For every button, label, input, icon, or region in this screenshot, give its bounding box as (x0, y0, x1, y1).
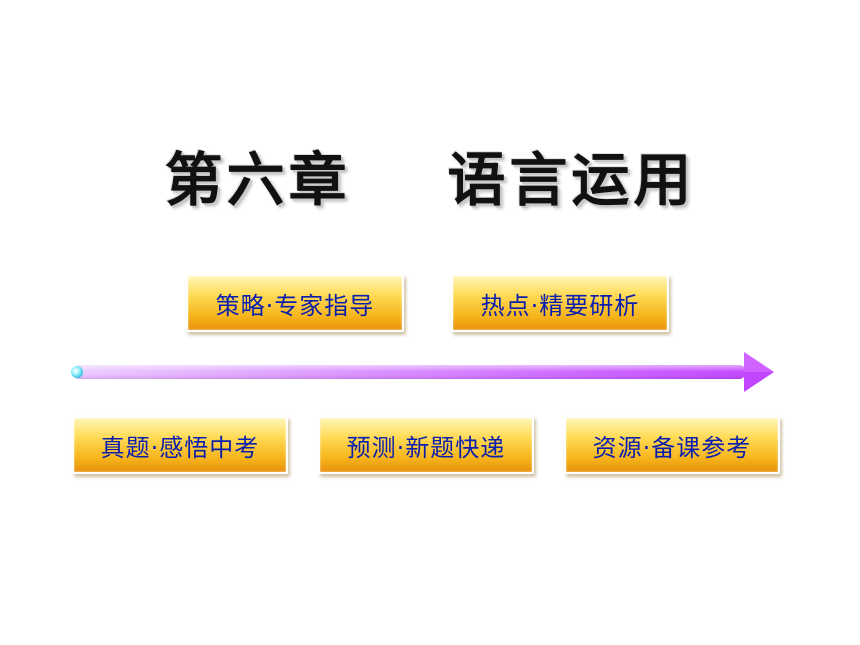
timeline-arrow (71, 352, 774, 392)
resources-lesson-reference-button[interactable]: 资源·备课参考 (564, 416, 780, 474)
resources-lesson-reference-label: 资源·备课参考 (592, 433, 752, 462)
real-exam-button[interactable]: 真题·感悟中考 (72, 416, 288, 474)
hotspot-analysis-button[interactable]: 热点·精要研析 (451, 274, 669, 332)
hotspot-analysis-label: 热点·精要研析 (480, 291, 640, 320)
prediction-new-questions-label: 预测·新题快递 (346, 433, 506, 462)
slide-title: 第六章 语言运用 (164, 146, 696, 214)
real-exam-label: 真题·感悟中考 (100, 433, 260, 462)
strategy-expert-guide-button[interactable]: 策略·专家指导 (186, 274, 404, 332)
arrow-start-dot (71, 366, 83, 378)
strategy-expert-guide-label: 策略·专家指导 (215, 291, 375, 320)
prediction-new-questions-button[interactable]: 预测·新题快递 (318, 416, 534, 474)
